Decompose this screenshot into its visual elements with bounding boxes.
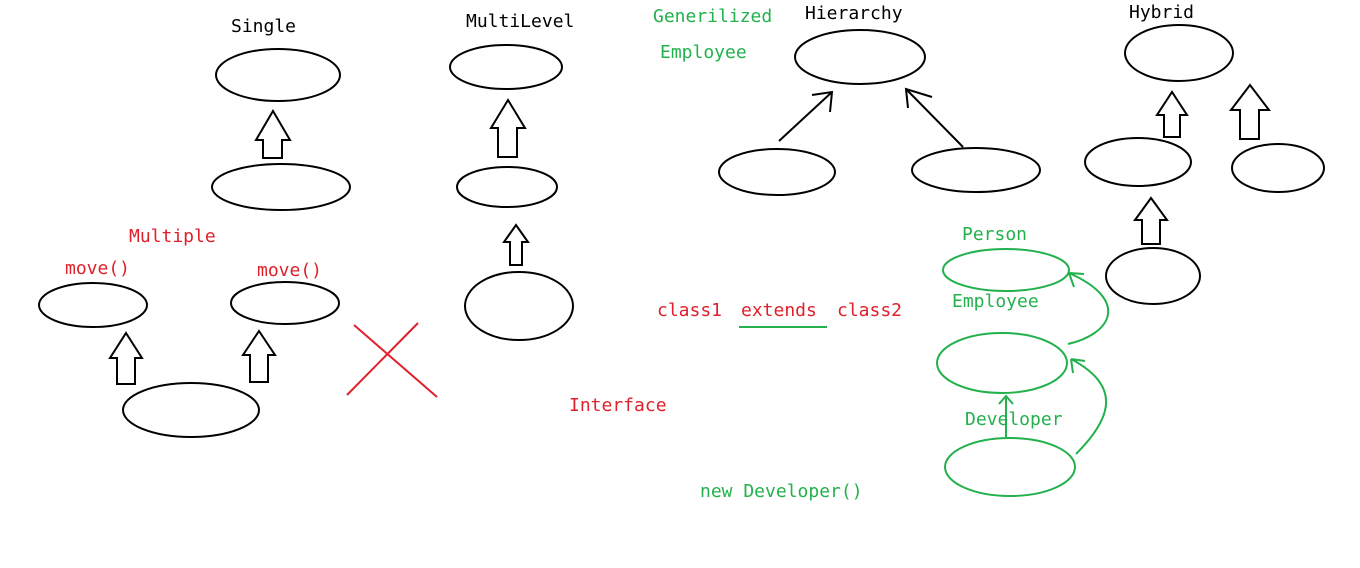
interface-label: Interface <box>569 395 667 416</box>
hybrid-hollow-arrow-left <box>1155 90 1189 138</box>
hierarchy-child-right-ellipse <box>911 147 1041 193</box>
multilevel-hollow-arrow-lower <box>502 223 530 266</box>
hybrid-hollow-arrow-right <box>1228 83 1272 140</box>
extends-keyword: extends <box>741 300 817 321</box>
single-parent-ellipse <box>215 48 341 102</box>
multilevel-label: MultiLevel <box>466 11 575 32</box>
employee-ellipse <box>936 332 1068 394</box>
multiple-parent-left-ellipse <box>38 282 148 328</box>
hybrid-hollow-arrow-lower <box>1133 196 1169 245</box>
hierarchy-child-left-ellipse <box>718 148 836 196</box>
multilevel-bottom-ellipse <box>464 271 574 341</box>
multilevel-middle-ellipse <box>456 166 558 208</box>
single-label: Single <box>231 16 297 37</box>
developer-label: Developer <box>965 409 1063 430</box>
multiple-hollow-arrow-right <box>241 329 277 383</box>
hybrid-top-ellipse <box>1124 24 1234 82</box>
multiple-label: Multiple <box>129 226 216 247</box>
not-allowed-cross-icon <box>346 322 438 398</box>
multiple-parent-right-ellipse <box>230 281 340 325</box>
class2-text: class2 <box>837 300 903 321</box>
developer-ellipse <box>944 437 1076 497</box>
developer-to-employee-arrow <box>998 394 1014 437</box>
hybrid-middle-right-ellipse <box>1231 143 1325 193</box>
employee-top-label: Employee <box>660 42 747 63</box>
hierarchy-arrow-left <box>778 90 834 142</box>
move-left-label: move() <box>65 258 131 279</box>
single-hollow-arrow <box>254 109 292 159</box>
hybrid-label: Hybrid <box>1129 2 1195 23</box>
multiple-child-ellipse <box>122 382 260 438</box>
multilevel-hollow-arrow-upper <box>489 98 527 158</box>
multiple-hollow-arrow-left <box>108 331 144 385</box>
class1-text: class1 <box>657 300 723 321</box>
hierarchy-arrow-right <box>904 87 964 148</box>
generalized-label: Generilized <box>653 6 773 27</box>
hybrid-bottom-ellipse <box>1105 247 1201 305</box>
developer-to-employee-curve-arrow <box>1070 358 1108 455</box>
hybrid-middle-left-ellipse <box>1084 137 1192 187</box>
employee-label: Employee <box>952 291 1039 312</box>
person-label: Person <box>962 224 1028 245</box>
single-child-ellipse <box>211 163 351 211</box>
multilevel-top-ellipse <box>449 44 563 90</box>
move-right-label: move() <box>257 260 323 281</box>
hierarchy-label: Hierarchy <box>805 3 903 24</box>
hierarchy-parent-ellipse <box>794 29 926 85</box>
person-ellipse <box>942 248 1070 292</box>
employee-to-person-curve-arrow <box>1067 272 1110 345</box>
new-developer-label: new Developer() <box>700 481 863 502</box>
